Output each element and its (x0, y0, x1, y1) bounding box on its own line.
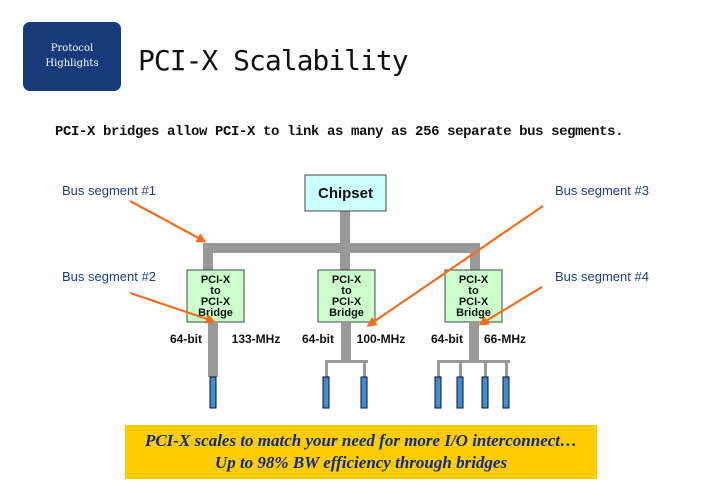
bridge-2-line-1: PCI-X (332, 274, 362, 286)
badge-line-1: Protocol (50, 43, 94, 54)
chipset-label: Chipset (318, 185, 373, 202)
bridge-3-line-2: to (468, 285, 479, 297)
bridge-2-line-4: Bridge (329, 307, 364, 319)
bridge-1-line-2: to (210, 285, 221, 297)
bridge-2-line-2: to (341, 285, 352, 297)
bridge-2-speed: 100-MHz (357, 332, 406, 346)
summary-banner: PCI-X scales to match your need for more… (125, 425, 597, 479)
arrow-segment-1 (129, 200, 207, 243)
bridge-3-bus (469, 322, 479, 362)
chipset-box (304, 174, 387, 212)
protocol-highlights-badge: Protocol Highlights (23, 22, 121, 91)
banner-line-1: PCI-X scales to match your need for more… (144, 431, 578, 450)
bridge-1-line-1: PCI-X (201, 274, 231, 286)
bridge-2-branch (326, 360, 368, 363)
bridge-1-bus (208, 322, 218, 377)
page-title: PCI-X Scalability (138, 44, 409, 77)
slot-3-3 (481, 376, 489, 409)
slot-3-1 (434, 376, 442, 409)
page-subtitle: PCI-X bridges allow PCI-X to link as man… (55, 124, 624, 140)
chipset-stem (340, 210, 350, 245)
slot-3-2 (456, 376, 464, 409)
bridge-2-width: 64-bit (302, 332, 334, 346)
slot-2-1 (322, 376, 330, 409)
bridge-2-bus (341, 322, 351, 362)
bridge-3-speed: 66-MHz (484, 332, 526, 346)
bus-segment-4-label: Bus segment #4 (555, 269, 649, 284)
arrow-segment-2 (129, 291, 216, 324)
bridge-2-stub-1 (325, 360, 328, 377)
banner-line-2: Up to 98% BW efficiency through bridges (214, 453, 508, 472)
bridge-3-stub-3 (484, 360, 487, 377)
bridge-2-stub-2 (363, 360, 366, 377)
slot-1-1 (209, 376, 217, 409)
bus-segment-2-label: Bus segment #2 (62, 269, 156, 284)
badge-line-2: Highlights (45, 57, 99, 69)
slot-2-2 (360, 376, 368, 409)
bus-segment-3-label: Bus segment #3 (555, 183, 649, 198)
bus-segment-1-label: Bus segment #1 (62, 183, 156, 198)
bus-drop-2 (340, 243, 350, 270)
bus-drop-1 (203, 243, 213, 270)
arrow-segment-4 (478, 286, 543, 326)
bridge-1-width: 64-bit (170, 332, 202, 346)
bridge-3-line-3: PCI-X (459, 296, 489, 308)
bridge-3-stub-2 (459, 360, 462, 377)
bridge-3-stub-1 (437, 360, 440, 377)
bridge-2-line-3: PCI-X (332, 296, 362, 308)
bus-drop-3 (470, 243, 480, 270)
bridge-1-line-3: PCI-X (201, 296, 231, 308)
bridge-3-line-1: PCI-X (459, 274, 489, 286)
bridge-1-speed: 133-MHz (232, 332, 281, 346)
bridge-box-2 (317, 269, 376, 323)
slot-3-4 (502, 376, 510, 409)
bridge-box-3 (444, 269, 503, 323)
bridge-3-stub-4 (505, 360, 508, 377)
bridge-3-branch (438, 360, 510, 363)
bridge-3-width: 64-bit (431, 332, 463, 346)
bridge-3-line-4: Bridge (456, 307, 491, 319)
arrow-segment-3 (366, 205, 544, 327)
